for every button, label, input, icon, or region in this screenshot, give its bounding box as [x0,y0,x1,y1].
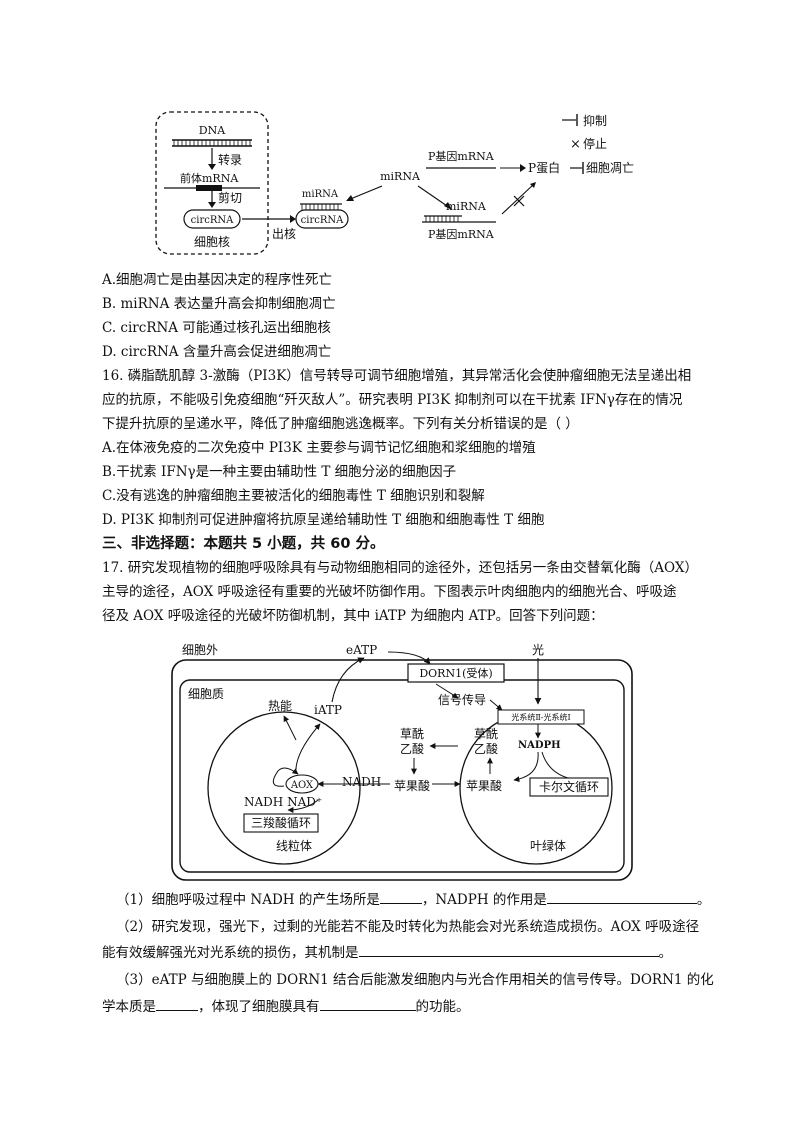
q16-option-b: B.干扰素 IFNγ是一种主要由辅助性 T 细胞分泌的细胞因子 [102,464,457,480]
photosystem-label: 光系统Ⅱ-光系统Ⅰ [511,712,570,722]
iatp-label: iATP [314,703,342,717]
heat-label: 热能 [268,699,292,713]
legend-stop-label: 停止 [583,136,607,151]
aox-label: AOX [290,780,314,791]
section-title: 三、非选择题：本题共 5 小题，共 60 分。 [102,536,385,552]
q17-sub3-blank-2[interactable] [319,997,416,1011]
transcription-label: 转录 [218,152,242,167]
q15-option-d: D. circRNA 含量升高会促进细胞凋亡 [102,344,332,360]
signal-label: 信号传导 [438,692,486,707]
q17-sub1-text-a: （1）细胞呼吸过程中 NADH 的产生场所是 [116,892,380,908]
oaa-chl-label: 草酰 [474,727,498,741]
nadh-arrow-label: NADH [342,775,381,789]
circrna-nucleus-ring [183,209,241,229]
q17-sub2-line2: 能有效缓解强光对光系统的损伤，其机制是 。 [102,943,672,962]
circrna-cytoplasm-ring [295,209,349,229]
circrna-nucleus-label: circRNA [191,215,234,226]
q17-stem-line: 径及 AOX 呼吸途径的光破坏防御机制，其中 iATP 为细胞内 ATP。回答下… [102,608,604,624]
q17-sub3-text-a: 学本质是 [102,999,156,1015]
outside-label: 细胞外 [182,643,218,657]
q15-option-a: A.细胞凋亡是由基因决定的程序性死亡 [102,272,333,288]
q16-stem-line: 16. 磷脂酰肌醇 3-激酶（PI3K）信号转导可调节细胞增殖，其异常活化会使肿… [102,368,692,384]
pre-mrna-label: 前体mRNA [180,171,239,185]
q16-option-c: C.没有逃逸的肿瘤细胞主要被活化的细胞毒性 T 细胞识别和裂解 [102,488,485,504]
p-protein-label: P蛋白 [528,160,560,175]
dna-double-strand [172,139,252,147]
q17-sub1-end: 。 [696,892,711,908]
nucleus-label: 细胞核 [194,235,230,249]
nadh-nad-label: NADH NAD⁺ [244,795,322,809]
q17-sub3-blank-1[interactable] [156,997,198,1011]
circrna-pathway-diagram: DNA 转录 前体mRNA 剪切 circRNA 细胞核 出核 miRNA ci… [155,111,634,255]
dorn1-label: DORN1(受体) [419,666,492,680]
q17-sub1-blank-1[interactable] [379,890,422,904]
aox-enzyme-oval [285,774,319,794]
export-label: 出核 [272,227,296,241]
cell-wall-box [171,659,633,881]
legend-inhibit-icon [562,114,578,126]
tca-label: 三羧酸循环 [251,815,311,830]
q17-sub2-end: 。 [658,945,673,961]
stop-cross-icon [513,195,525,207]
p-mrna-top-label: P基因mRNA [428,150,495,163]
mito-label: 线粒体 [276,838,312,853]
q17-sub1-text-b: ，NADPH 的作用是 [421,892,547,908]
pre-mrna-strand [164,185,260,191]
q17-sub1-blank-2[interactable] [546,890,697,904]
light-label: 光 [532,643,544,657]
legend-inhibit-label: 抑制 [583,113,607,128]
q17-sub3-line1: （3）eATP 与细胞膜上的 DORN1 结合后能激发细胞内与光合作用相关的信号… [116,972,714,988]
nadph-label: NADPH [518,740,561,751]
calvin-label: 卡尔文循环 [539,779,599,794]
dorn1-receptor-box [407,663,505,683]
mirna-mid-label: miRNA [380,170,421,183]
inhibit-arrow-icon [570,162,584,174]
dna-label: DNA [199,124,226,137]
eatp-label: eATP [346,643,377,657]
chloroplast-label: 叶绿体 [530,838,566,853]
mirna-bound-strand [300,203,342,210]
cytoplasm-label: 细胞质 [188,687,224,701]
mirna-left-label: miRNA [302,189,339,200]
mirna-bottom-label: miRNA [446,200,487,213]
q16-stem-line: 应的抗原，不能吸引免疫细胞“歼灭敌人”。研究表明 PI3K 抑制剂可以在干扰素 … [102,392,683,408]
q17-sub3-text-c: 的功能。 [415,999,470,1015]
splice-label: 剪切 [218,190,242,205]
oaa-chl-label: 乙酸 [474,741,498,756]
oaa-mid-label: 草酰 [400,727,424,741]
q17-sub1: （1）细胞呼吸过程中 NADH 的产生场所是 ，NADPH 的作用是 。 [116,890,710,909]
mitochondrion-outline [207,711,361,865]
q15-option-c: C. circRNA 可能通过核孔运出细胞核 [102,320,331,336]
cell-membrane-box [179,679,625,873]
photosystem-box [497,709,585,725]
q17-stem-line: 17. 研究发现植物的细胞呼吸除具有与动物细胞相同的途径外，还包括另一条由交替氧… [102,560,698,576]
q15-option-b: B. miRNA 表达量升高会抑制细胞凋亡 [102,296,336,312]
tca-cycle-box [243,813,319,833]
q17-stem-line: 主导的途径，AOX 呼吸途径有重要的光破坏防御作用。下图表示叶肉细胞内的细胞光合… [102,584,677,600]
p-mrna-bottom-label: P基因mRNA [428,228,495,241]
q17-sub3-line2: 学本质是 ，体现了细胞膜具有 的功能。 [102,997,470,1016]
legend-stop-icon: × [570,137,581,152]
q17-sub2-line1: （2）研究发现，强光下，过剩的光能若不能及时转化为热能会对光系统造成损伤。AOX… [116,919,700,935]
nucleus-box [155,111,269,255]
q17-sub3-text-b: ，体现了细胞膜具有 [198,999,320,1015]
malate-chl-label: 苹果酸 [466,778,502,793]
malate-mid-label: 苹果酸 [394,778,430,793]
q16-option-d: D. PI3K 抑制剂可促进肿瘤将抗原呈递给辅助性 T 细胞和细胞毒性 T 细胞 [102,512,545,528]
aox-pathway-diagram: 细胞外 细胞质 eATP DORN1(受体) 光 信号传导 线粒体 叶绿体 光系… [171,643,633,881]
apoptosis-label: 细胞凋亡 [586,161,634,175]
q17-sub2-blank[interactable] [358,943,659,957]
q16-option-a: A.在体液免疫的二次免疫中 PI3K 主要参与调节记忆细胞和浆细胞的增殖 [102,440,536,456]
calvin-cycle-box [529,777,609,797]
circrna-out-label: circRNA [301,215,344,226]
q17-sub2-text: 能有效缓解强光对光系统的损伤，其机制是 [102,945,359,961]
oaa-mid-label: 乙酸 [400,741,424,756]
mirna-bound-p-mrna [422,215,496,223]
q16-stem-line: 下提升抗原的呈递水平，降低了肿瘤细胞逃逸概率。下列有关分析错误的是（ ） [102,416,579,432]
